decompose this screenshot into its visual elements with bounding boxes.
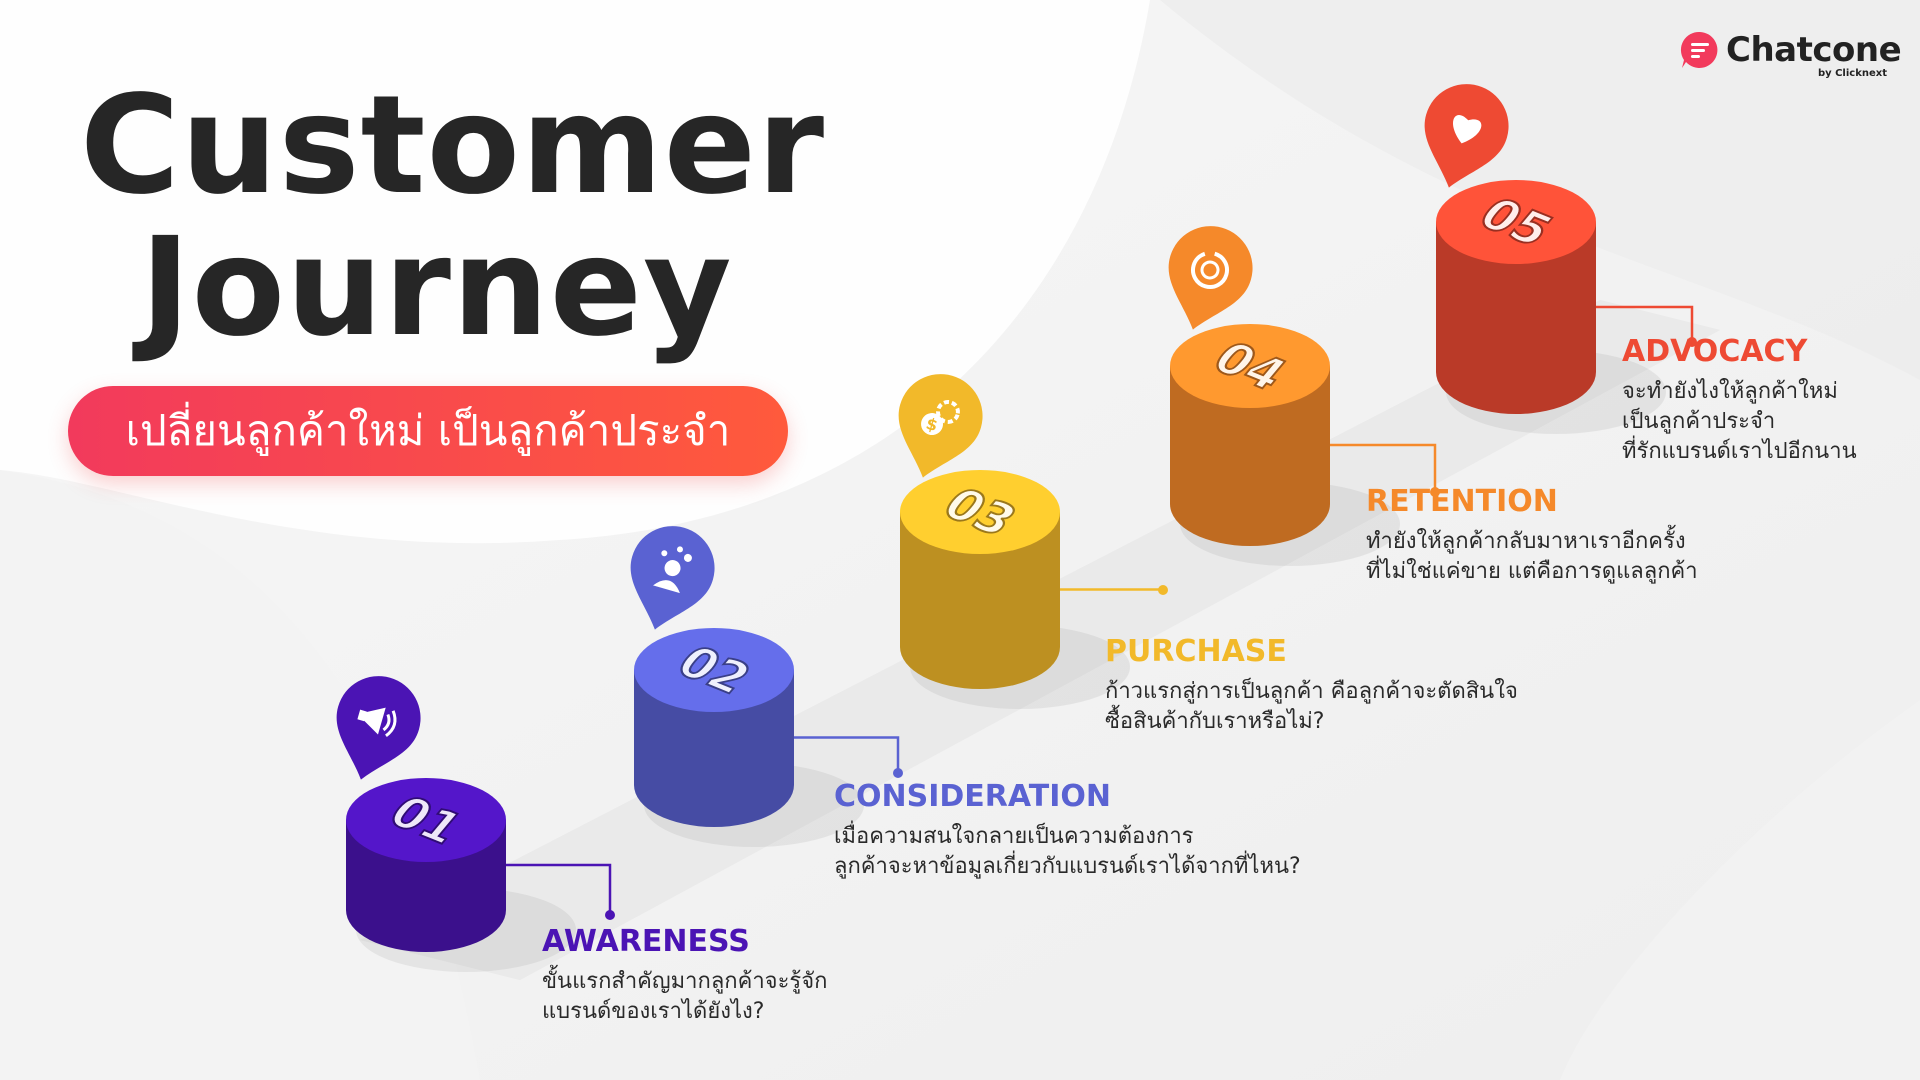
connector-line <box>794 736 900 773</box>
cylinder-body <box>1170 366 1330 546</box>
cylinder-body <box>634 670 794 827</box>
connector-dot <box>1430 487 1440 497</box>
connector-dot <box>893 768 903 778</box>
connector-line <box>506 863 612 915</box>
stage-4: 04 <box>1168 226 1440 566</box>
location-pin <box>1168 226 1253 330</box>
stage-5: 05 <box>1424 84 1697 434</box>
location-pin <box>1424 84 1509 188</box>
cylinder-top <box>346 778 506 862</box>
stage-desc-retention: ทำยังให้ลูกค้ากลับมาหาเราอีกครั้ง ที่ไม่… <box>1366 529 1698 584</box>
cylinder-top <box>1170 324 1330 408</box>
connector-dot <box>1158 585 1168 595</box>
stage-title-awareness: AWARENESS <box>542 924 750 959</box>
stage-desc-consideration: เมื่อความสนใจกลายเป็นความต้องการ ลูกค้าจ… <box>834 824 1301 879</box>
stage-3: 03$ <box>898 374 1168 709</box>
stage-desc-purchase: ก้าวแรกสู่การเป็นลูกค้า คือลูกค้าจะตัดสิ… <box>1105 679 1518 734</box>
brand-logo: Chatcone by Clicknext <box>1680 30 1902 80</box>
connector-dot <box>1687 337 1697 347</box>
cylinder-top <box>1436 180 1596 264</box>
cylinder-top <box>900 470 1060 554</box>
location-pin: $ <box>898 374 983 478</box>
stage-title-advocacy: ADVOCACY <box>1622 334 1808 369</box>
connector-line <box>1330 443 1437 492</box>
location-pin <box>336 676 421 780</box>
cylinder-body <box>900 512 1060 689</box>
stage-title-consideration: CONSIDERATION <box>834 779 1112 814</box>
subtitle-pill: เปลี่ยนลูกค้าใหม่ เป็นลูกค้าประจำ <box>68 386 788 476</box>
stage-desc-awareness: ขั้นแรกสำคัญมากลูกค้าจะรู้จัก แบรนด์ของเ… <box>542 969 828 1024</box>
stage-title-retention: RETENTION <box>1366 484 1558 519</box>
megaphone-icon <box>357 707 397 738</box>
cylinder-top <box>634 628 794 712</box>
connector-dot <box>605 910 615 920</box>
stage-1: 01 <box>336 676 615 972</box>
brand-name: Chatcone <box>1726 30 1902 70</box>
stage-desc-advocacy: จะทำยังไงให้ลูกค้าใหม่ เป็นลูกค้าประจำ ท… <box>1622 379 1857 464</box>
title-customer: Customer <box>80 67 826 225</box>
heart-icon <box>1453 115 1482 144</box>
brand-byline: by Clicknext <box>1817 68 1887 79</box>
loyalty-cycle-icon <box>1191 251 1229 289</box>
connector-line <box>1060 588 1165 591</box>
cylinder-body <box>1436 222 1596 414</box>
title-journey: Journey <box>140 209 733 367</box>
thinking-person-icon <box>653 546 692 594</box>
chat-bubble-icon <box>1680 31 1718 68</box>
location-pin <box>630 526 715 630</box>
connector-line <box>1596 305 1694 342</box>
stage-title-purchase: PURCHASE <box>1105 634 1287 669</box>
stage-2: 02 <box>630 526 903 847</box>
svg-text:$: $ <box>924 414 940 435</box>
